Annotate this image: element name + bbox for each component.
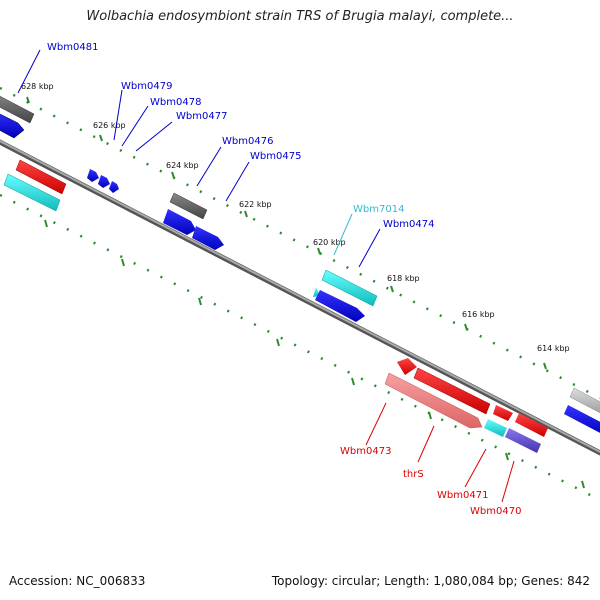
gene-label-wbm0476[interactable]: Wbm0476 <box>222 136 273 147</box>
gene-feature-wbm0475[interactable] <box>192 226 224 250</box>
gene-feature-wbm0474[interactable] <box>315 290 365 322</box>
scale-label-614: 614 kbp <box>537 344 570 353</box>
label-leader-lines <box>17 49 515 503</box>
scale-label-626: 626 kbp <box>93 121 126 130</box>
gene-feature-wbm0478[interactable] <box>98 175 110 188</box>
gene-label-thrs[interactable]: thrS <box>403 469 424 480</box>
gene-label-wbm0477[interactable]: Wbm0477 <box>176 111 227 122</box>
map-title: Wolbachia endosymbiont strain TRS of Bru… <box>86 9 514 24</box>
gene-feature-wbm0481[interactable] <box>0 92 35 139</box>
gene-label-wbm0478[interactable]: Wbm0478 <box>150 97 201 108</box>
gene-feature-wbm0476[interactable] <box>163 192 208 235</box>
gene-label-wbm0470[interactable]: Wbm0470 <box>470 506 521 517</box>
scale-label-624: 624 kbp <box>166 161 199 170</box>
scale-label-618: 618 kbp <box>387 274 420 283</box>
gene-label-wbm0479[interactable]: Wbm0479 <box>121 81 172 92</box>
gene-label-wbm7014[interactable]: Wbm7014 <box>353 204 404 215</box>
scale-major-ticks <box>26 96 585 489</box>
genome-backbone <box>0 139 600 456</box>
gene-label-wbm0474[interactable]: Wbm0474 <box>383 219 434 230</box>
gene-feature-left-red[interactable] <box>15 159 67 195</box>
scale-track-inner <box>0 193 600 502</box>
gene-feature-thrs[interactable] <box>397 358 491 415</box>
scale-track-outer <box>0 86 600 400</box>
scale-label-622: 622 kbp <box>239 200 272 209</box>
gene-feature-wbm0473[interactable] <box>384 372 483 429</box>
topology-text: Topology: circular; Length: 1,080,084 bp… <box>271 574 590 588</box>
gene-label-wbm0471[interactable]: Wbm0471 <box>437 490 488 501</box>
accession-text: Accession: NC_006833 <box>9 574 146 588</box>
gene-feature-right-edge[interactable] <box>564 387 600 436</box>
scale-label-628: 628 kbp <box>21 82 54 91</box>
gene-feature-wbm0471[interactable] <box>484 405 513 437</box>
gene-feature-left-cyan[interactable] <box>3 173 61 212</box>
gene-feature-wbm0479[interactable] <box>87 169 99 182</box>
gene-label-wbm0481[interactable]: Wbm0481 <box>47 42 98 53</box>
scale-label-616: 616 kbp <box>462 310 495 319</box>
gene-feature-wbm0470[interactable] <box>505 413 548 453</box>
gene-label-wbm0473[interactable]: Wbm0473 <box>340 446 391 457</box>
gene-feature-wbm0477[interactable] <box>109 181 119 193</box>
gene-label-wbm0475[interactable]: Wbm0475 <box>250 151 301 162</box>
scale-label-620: 620 kbp <box>313 238 346 247</box>
